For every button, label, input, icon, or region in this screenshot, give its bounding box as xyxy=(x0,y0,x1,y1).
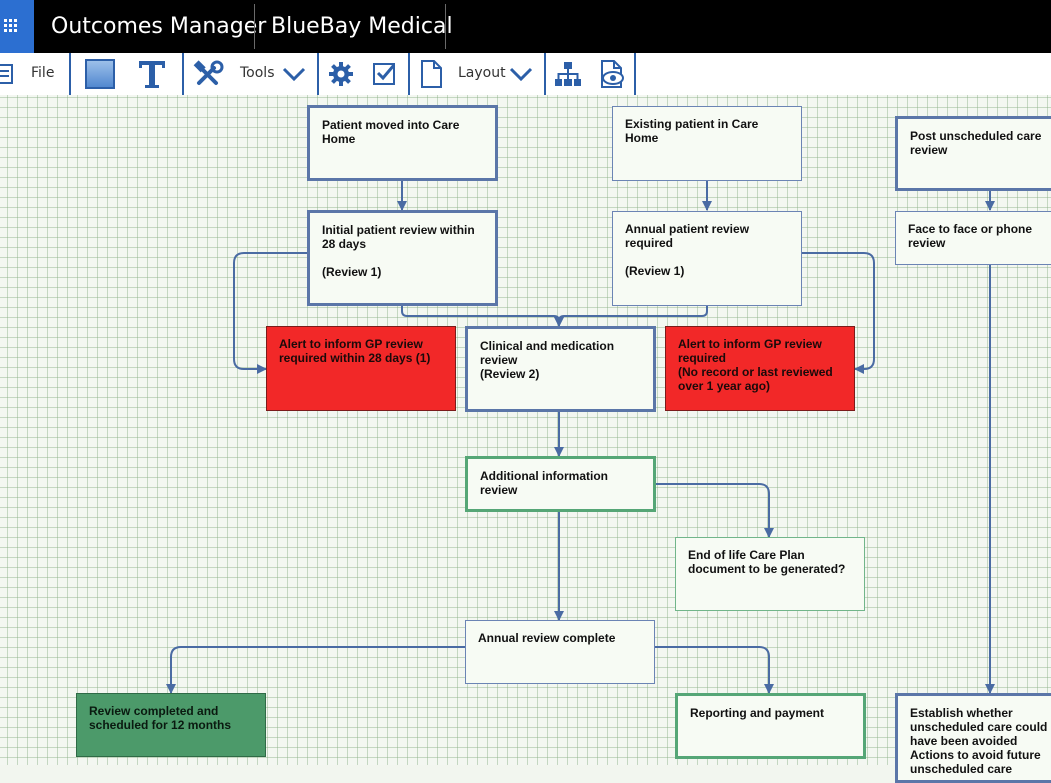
node-reporting-payment[interactable]: Reporting and payment xyxy=(675,693,866,759)
text-tool-icon[interactable] xyxy=(136,58,168,90)
app-name: Outcomes Manager xyxy=(51,14,267,39)
file-menu[interactable]: File xyxy=(31,65,55,81)
title-divider xyxy=(445,4,446,49)
preview-icon[interactable] xyxy=(598,59,626,89)
tools-menu[interactable]: Tools xyxy=(240,65,275,81)
checkbox-icon[interactable] xyxy=(372,61,398,87)
toolbar-divider xyxy=(317,53,319,95)
toolbar-divider xyxy=(544,53,546,95)
shape-fill-icon[interactable] xyxy=(84,58,116,90)
app-grid-icon xyxy=(4,19,17,32)
hierarchy-icon[interactable] xyxy=(554,61,582,87)
node-existing-patient[interactable]: Existing patient in Care Home xyxy=(612,106,802,181)
node-alert-no-record[interactable]: Alert to inform GP review required (No r… xyxy=(665,326,855,411)
diagram-canvas[interactable]: Patient moved into Care Home Existing pa… xyxy=(0,95,1051,783)
toolbar-divider xyxy=(634,53,636,95)
toolbar-divider xyxy=(182,53,184,95)
toolbar: File Tools xyxy=(0,53,1051,95)
connector xyxy=(655,483,774,538)
app-grid-button[interactable] xyxy=(0,0,34,53)
connector xyxy=(655,646,774,694)
node-establish-whether[interactable]: Establish whether unscheduled care could… xyxy=(895,693,1051,783)
connector xyxy=(801,252,875,374)
connector xyxy=(233,252,307,374)
node-clinical-medication[interactable]: Clinical and medication review (Review 2… xyxy=(465,326,656,412)
node-additional-info[interactable]: Additional information review xyxy=(465,456,656,512)
connector xyxy=(554,306,708,327)
node-initial-review[interactable]: Initial patient review within 28 days (R… xyxy=(307,210,498,306)
node-post-unscheduled-care[interactable]: Post unscheduled care review xyxy=(895,116,1051,191)
connector-layer xyxy=(166,181,995,694)
page-icon[interactable] xyxy=(418,59,444,89)
gear-icon[interactable] xyxy=(328,61,354,87)
connector xyxy=(166,646,465,694)
connector xyxy=(401,306,564,327)
node-end-of-life[interactable]: End of life Care Plan document to be gen… xyxy=(675,537,865,611)
node-patient-moved[interactable]: Patient moved into Care Home xyxy=(307,105,498,181)
title-divider xyxy=(254,4,255,49)
layout-menu[interactable]: Layout xyxy=(458,65,506,81)
toolbar-divider xyxy=(408,53,410,95)
file-menu-icon[interactable] xyxy=(0,63,16,85)
chevron-down-icon[interactable] xyxy=(281,65,307,83)
node-review-completed[interactable]: Review completed and scheduled for 12 mo… xyxy=(76,693,266,757)
title-bar: Outcomes Manager BlueBay Medical xyxy=(0,0,1051,53)
node-face-to-face[interactable]: Face to face or phone review xyxy=(895,211,1051,265)
node-annual-complete[interactable]: Annual review complete xyxy=(465,620,655,684)
node-alert-28-days[interactable]: Alert to inform GP review required withi… xyxy=(266,326,456,411)
toolbar-divider xyxy=(69,53,71,95)
tools-icon[interactable] xyxy=(192,59,226,89)
organisation-name[interactable]: BlueBay Medical xyxy=(271,14,453,39)
chevron-down-icon[interactable] xyxy=(508,65,534,83)
node-annual-review-required[interactable]: Annual patient review required (Review 1… xyxy=(612,211,802,306)
